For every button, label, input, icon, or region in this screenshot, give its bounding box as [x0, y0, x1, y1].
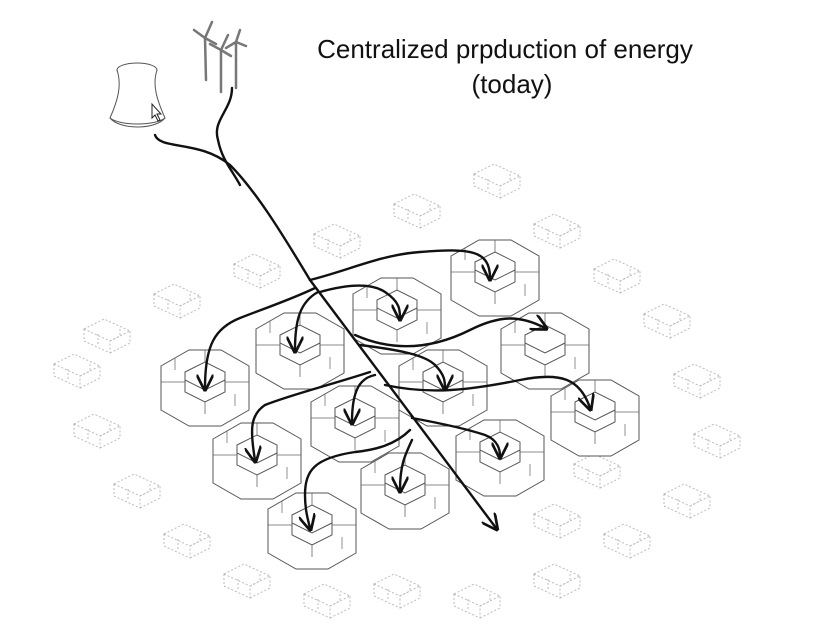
housing-block	[360, 452, 450, 530]
housing-block	[267, 492, 357, 570]
main-trunk-arrow	[308, 278, 496, 528]
housing-block	[212, 422, 302, 500]
housing-block	[352, 277, 442, 355]
diagram-title-line-2: (today)	[472, 69, 553, 99]
wind-turbine-icon	[192, 20, 248, 94]
housing-block	[550, 379, 640, 457]
mouse-pointer-icon	[151, 102, 163, 122]
housing-blocks	[160, 239, 640, 570]
energy-distribution-lines	[153, 86, 590, 528]
background-buildings	[53, 163, 741, 619]
cooling-tower-icon	[109, 62, 166, 128]
diagram-title-line-1: Centralized prpduction of energy	[317, 34, 693, 64]
housing-block	[255, 312, 345, 390]
